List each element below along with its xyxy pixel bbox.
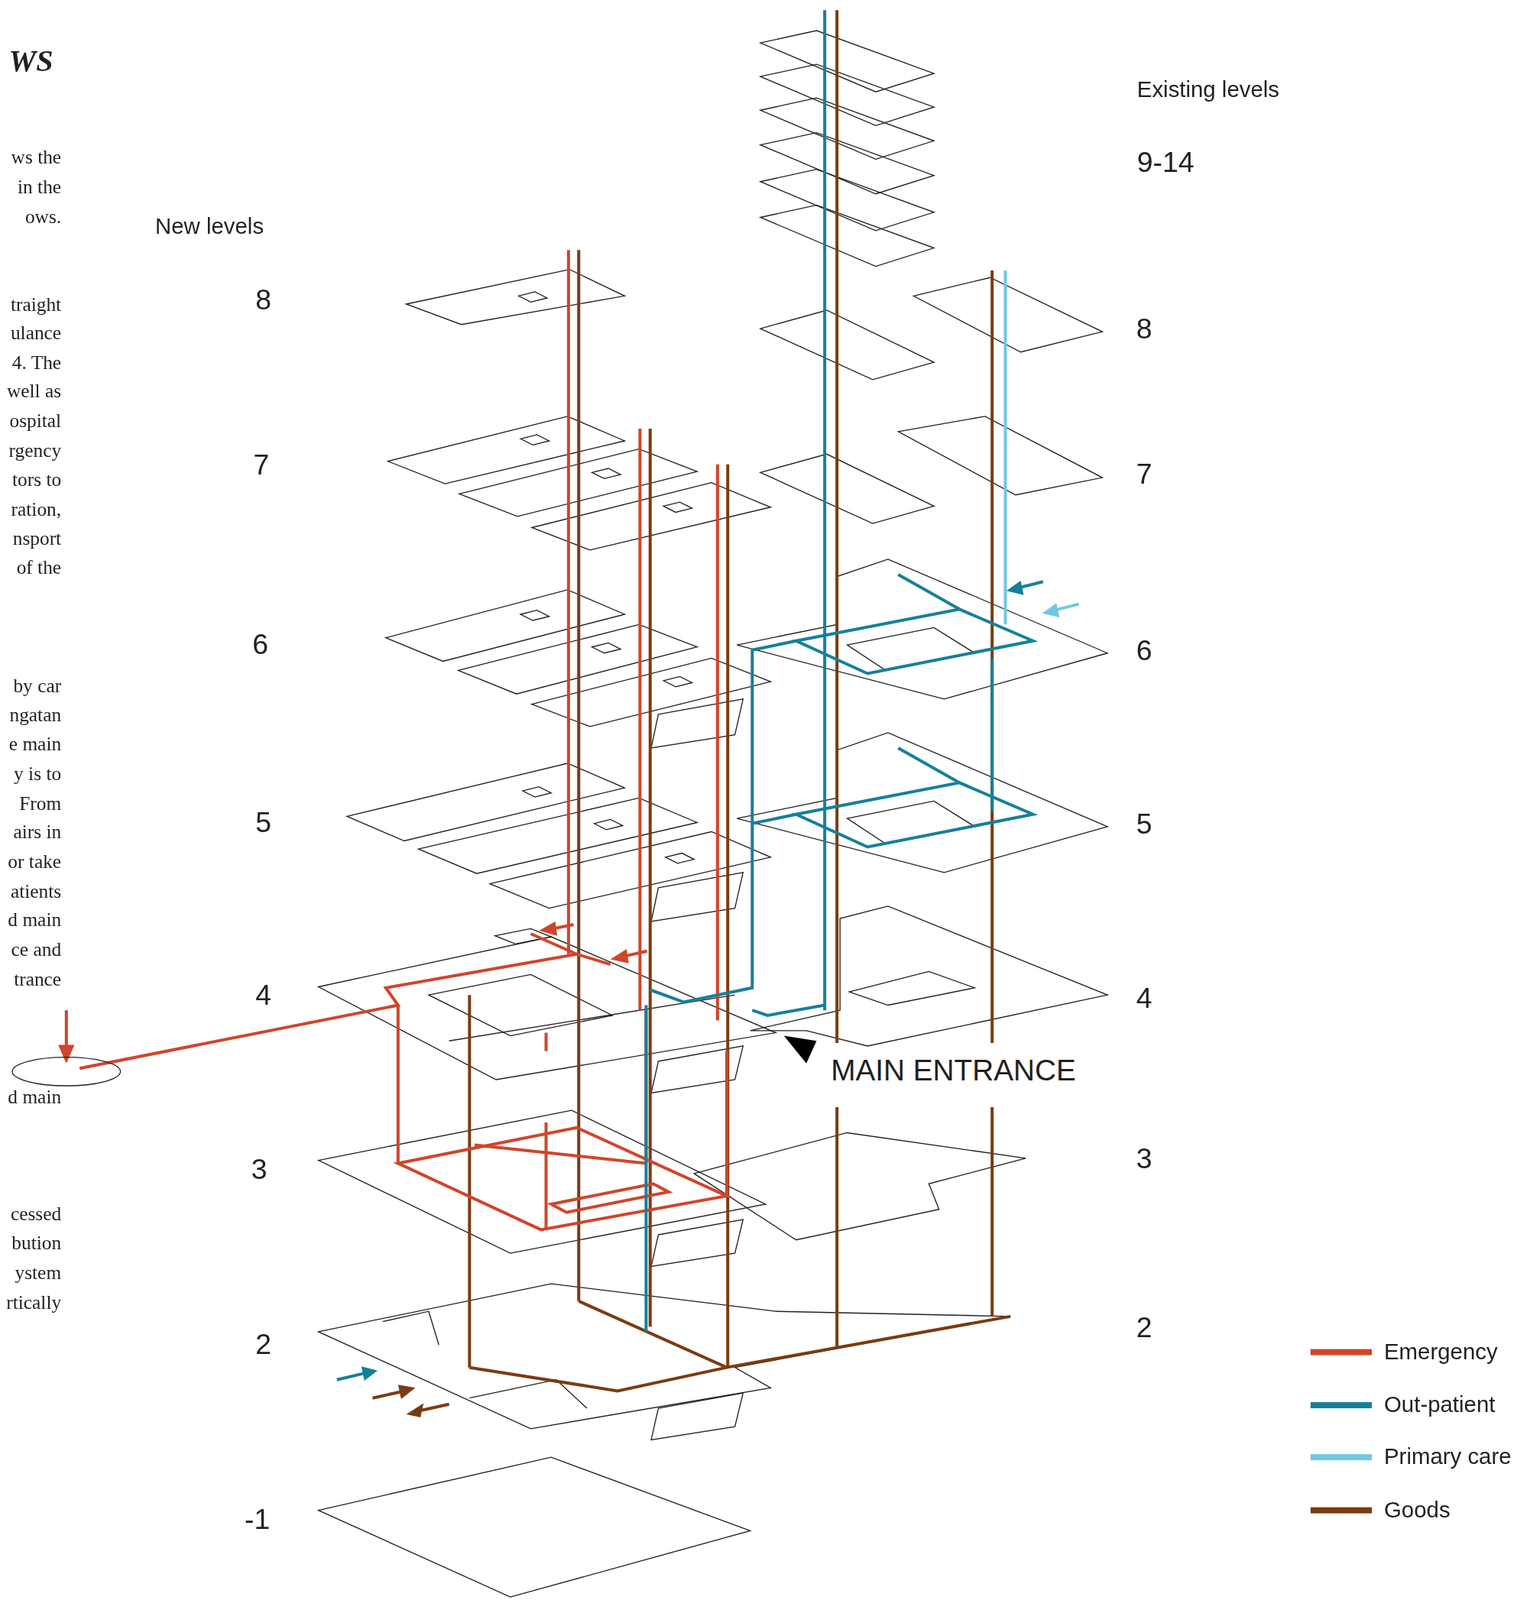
body-text-fragment: by car <box>12 676 62 698</box>
level-number: 4 <box>255 980 272 1012</box>
body-text-fragment: rtically <box>6 1293 62 1315</box>
entrance-marker <box>784 1036 817 1064</box>
body-text-fragment: ce and <box>11 939 62 961</box>
level-number: 2 <box>1136 1312 1153 1345</box>
level-number: 5 <box>1136 809 1153 841</box>
level-number: 7 <box>253 449 270 481</box>
level-number: 6 <box>252 629 269 662</box>
level-number: 5 <box>255 807 272 840</box>
body-text-fragment: ration, <box>11 499 62 522</box>
flow-lines <box>58 9 1080 1418</box>
body-text-fragment: bution <box>11 1233 62 1255</box>
body-text-fragment: ospital <box>9 411 62 433</box>
level-number: 7 <box>1136 458 1153 490</box>
body-text-fragment: traight <box>10 294 62 316</box>
level-number: 3 <box>1136 1144 1153 1176</box>
body-text-fragment: trance <box>13 969 62 991</box>
body-text-fragment: tors to <box>12 470 62 492</box>
body-text-fragment: y is to <box>13 764 62 786</box>
level-number: 8 <box>1136 314 1153 346</box>
section-title: Existing levels <box>1137 77 1280 102</box>
body-text-fragment: d main <box>7 910 62 932</box>
legend-swatch <box>1310 1454 1372 1461</box>
legend-swatch <box>1310 1402 1372 1409</box>
body-text-fragment: in the <box>17 177 62 199</box>
level-number: 3 <box>251 1154 268 1187</box>
level-number: 2 <box>255 1329 272 1362</box>
body-text-fragment: of the <box>16 557 62 580</box>
body-text-fragment: or take <box>7 852 62 874</box>
body-text-fragment: From <box>19 793 62 815</box>
entrance-label: MAIN ENTRANCE <box>827 1054 1080 1090</box>
body-text-fragment: 4. The <box>12 353 62 375</box>
body-text-fragment: airs in <box>12 822 62 844</box>
heading: WS <box>9 43 54 78</box>
body-text-fragment: ows. <box>25 207 62 229</box>
body-text-fragment: ystem <box>15 1263 62 1285</box>
ambulance-drop-off <box>12 1057 121 1086</box>
body-text-fragment: nsport <box>12 528 62 550</box>
body-text-fragment: rgency <box>9 440 62 462</box>
floor-planes <box>318 30 1108 1598</box>
level-number: -1 <box>244 1504 270 1537</box>
legend-text: Goods <box>1384 1497 1451 1523</box>
level-number: 6 <box>1136 635 1153 668</box>
level-number: 4 <box>1136 983 1153 1015</box>
level-number: 8 <box>255 285 272 317</box>
body-text-fragment: well as <box>6 381 62 403</box>
body-text-fragment: ws the <box>11 147 62 169</box>
body-text-fragment: ulance <box>10 323 62 345</box>
body-text-fragment: ngatan <box>9 704 62 727</box>
section-title: New levels <box>155 213 264 239</box>
level-number: 9-14 <box>1137 147 1195 179</box>
body-text-fragment: atients <box>10 881 62 903</box>
body-text-fragment: d main <box>7 1087 62 1109</box>
body-text-fragment: cessed <box>10 1203 62 1226</box>
body-text-fragment: e main <box>9 734 62 756</box>
legend-text: Primary care <box>1384 1445 1512 1470</box>
legend-text: Emergency <box>1384 1339 1498 1365</box>
legend-swatch <box>1310 1507 1372 1514</box>
legend-text: Out-patient <box>1384 1393 1495 1418</box>
legend-swatch <box>1310 1349 1372 1356</box>
